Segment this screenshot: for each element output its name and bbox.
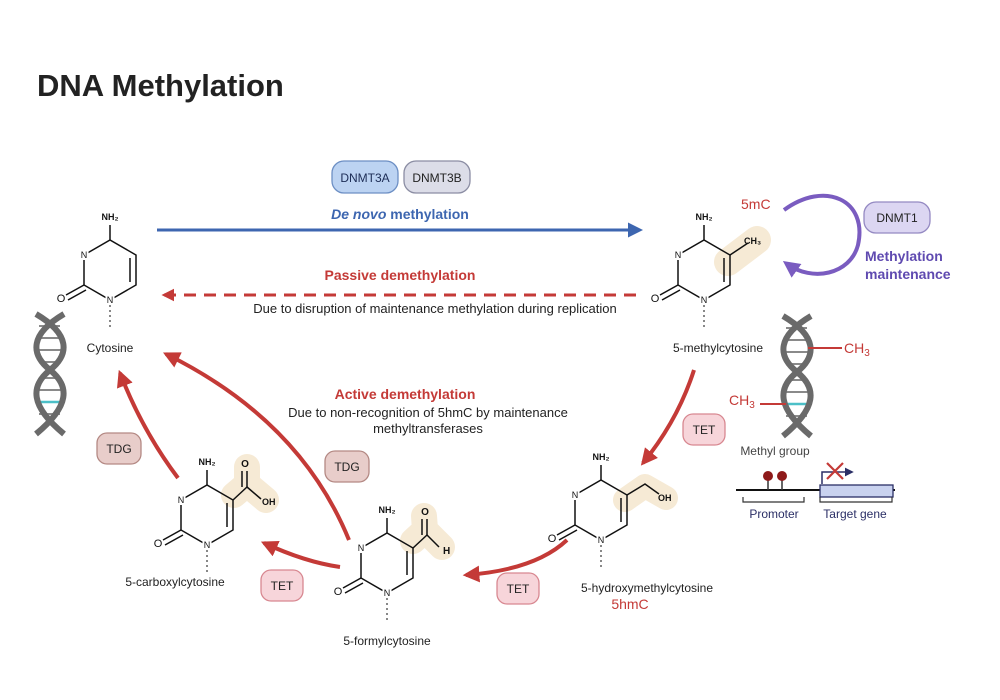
enzyme-tet-3: TET — [260, 569, 304, 602]
atom-n: N — [107, 295, 114, 305]
active-demethylation-desc-2: methyltransferases — [373, 421, 483, 436]
atom-o: O — [651, 293, 660, 305]
atom-n: N — [701, 295, 708, 305]
active-demethylation-desc-1: Due to non-recognition of 5hmC by mainte… — [288, 405, 568, 420]
atom-oh: OH — [262, 497, 276, 507]
label-5-methylcytosine: 5-methylcytosine — [673, 341, 763, 355]
five-hmc-label: 5hmC — [611, 596, 648, 612]
atom-nh2: NH₂ — [696, 212, 713, 222]
atom-nh2: NH₂ — [379, 505, 396, 515]
molecule-cytosine: NH₂ N N O — [57, 212, 137, 330]
atom-n: N — [675, 250, 682, 260]
tdg-arrow-fc-to-c — [162, 352, 351, 541]
methyl-marker-bottom: CH3 — [729, 392, 755, 411]
enzyme-dnmt1-label: DNMT1 — [876, 211, 918, 225]
atom-nh2: NH₂ — [102, 212, 119, 222]
atom-o: O — [548, 533, 557, 545]
atom-nh2: NH₂ — [199, 457, 216, 467]
atom-n: N — [204, 540, 211, 550]
de-novo-label: De novo methylation — [331, 206, 469, 222]
tet-arrow-mc-to-hmc — [640, 369, 696, 466]
molecule-5-carboxylcytosine: NH₂ O OH N N O — [154, 457, 276, 575]
enzyme-tdg-2-label: TDG — [334, 460, 359, 474]
atom-o: O — [57, 293, 66, 305]
molecule-5-formylcytosine: NH₂ O H N N O — [334, 505, 450, 623]
atom-o: O — [334, 586, 343, 598]
atom-ch3: CH₃ — [744, 236, 761, 246]
tdg-arrow-cac-to-c — [117, 369, 180, 480]
label-5-carboxylcytosine: 5-carboxylcytosine — [125, 575, 225, 589]
atom-o: O — [154, 538, 163, 550]
molecule-5-hydroxymethylcytosine: NH₂ OH N N O — [548, 452, 672, 570]
atom-oh: OH — [658, 493, 672, 503]
enzyme-dnmt1: DNMT1 — [863, 201, 931, 234]
methylation-maintenance-label-1: Methylation — [865, 248, 943, 264]
enzyme-tdg-1-label: TDG — [106, 442, 131, 456]
tet-arrow-hmc-to-fc — [462, 538, 569, 583]
enzyme-dnmt3a: DNMT3A — [331, 160, 399, 194]
passive-demethylation-desc: Due to disruption of maintenance methyla… — [253, 301, 617, 316]
atom-o: O — [241, 459, 249, 470]
atom-n: N — [598, 535, 605, 545]
dna-helix-left-icon — [33, 311, 67, 437]
enzyme-dnmt3b: DNMT3B — [403, 160, 471, 194]
atom-n: N — [572, 490, 579, 500]
atom-o: O — [421, 507, 429, 518]
enzyme-tdg-1: TDG — [96, 432, 142, 465]
enzyme-tet-1-label: TET — [693, 423, 716, 437]
transcription-start-arrow-icon — [821, 467, 854, 484]
label-5-formylcytosine: 5-formylcytosine — [343, 634, 431, 648]
enzyme-tdg-2: TDG — [324, 450, 370, 483]
atom-n: N — [384, 588, 391, 598]
enzyme-tet-2-label: TET — [507, 582, 530, 596]
atom-n: N — [178, 495, 185, 505]
atom-nh2: NH₂ — [593, 452, 610, 462]
label-5-hydroxymethylcytosine: 5-hydroxymethylcytosine — [581, 581, 713, 595]
active-demethylation-title: Active demethylation — [335, 386, 476, 402]
five-mc-label: 5mC — [741, 196, 771, 212]
target-gene-label: Target gene — [823, 507, 887, 521]
enzyme-tet-1: TET — [682, 413, 726, 446]
blocked-cross-icon — [826, 462, 844, 480]
tet-arrow-fc-to-cac — [260, 541, 341, 569]
methyl-highlight — [714, 226, 771, 276]
label-cytosine: Cytosine — [87, 341, 134, 355]
dna-helix-right-icon — [780, 313, 814, 439]
methyl-group-label: Methyl group — [740, 444, 810, 458]
target-gene-box — [819, 484, 894, 498]
molecule-5-methylcytosine: NH₂ CH₃ N N O — [651, 212, 761, 330]
promoter-label: Promoter — [749, 507, 798, 521]
methyl-marker-top: CH3 — [844, 340, 870, 359]
methyl-lollipop-icon — [763, 471, 773, 481]
methylation-maintenance-label-2: maintenance — [865, 266, 951, 282]
methyl-lollipop-icon — [777, 471, 787, 481]
enzyme-dnmt3a-label: DNMT3A — [340, 171, 389, 185]
gene-diagram — [736, 462, 895, 503]
atom-h: H — [443, 546, 450, 557]
maintenance-arrow — [782, 193, 862, 278]
enzyme-dnmt3b-label: DNMT3B — [412, 171, 461, 185]
atom-n: N — [358, 543, 365, 553]
enzyme-tet-2: TET — [496, 572, 540, 605]
enzyme-tet-3-label: TET — [271, 579, 294, 593]
atom-n: N — [81, 250, 88, 260]
passive-demethylation-title: Passive demethylation — [325, 267, 476, 283]
page-title: DNA Methylation — [37, 68, 284, 103]
formyl-highlight — [400, 503, 455, 560]
